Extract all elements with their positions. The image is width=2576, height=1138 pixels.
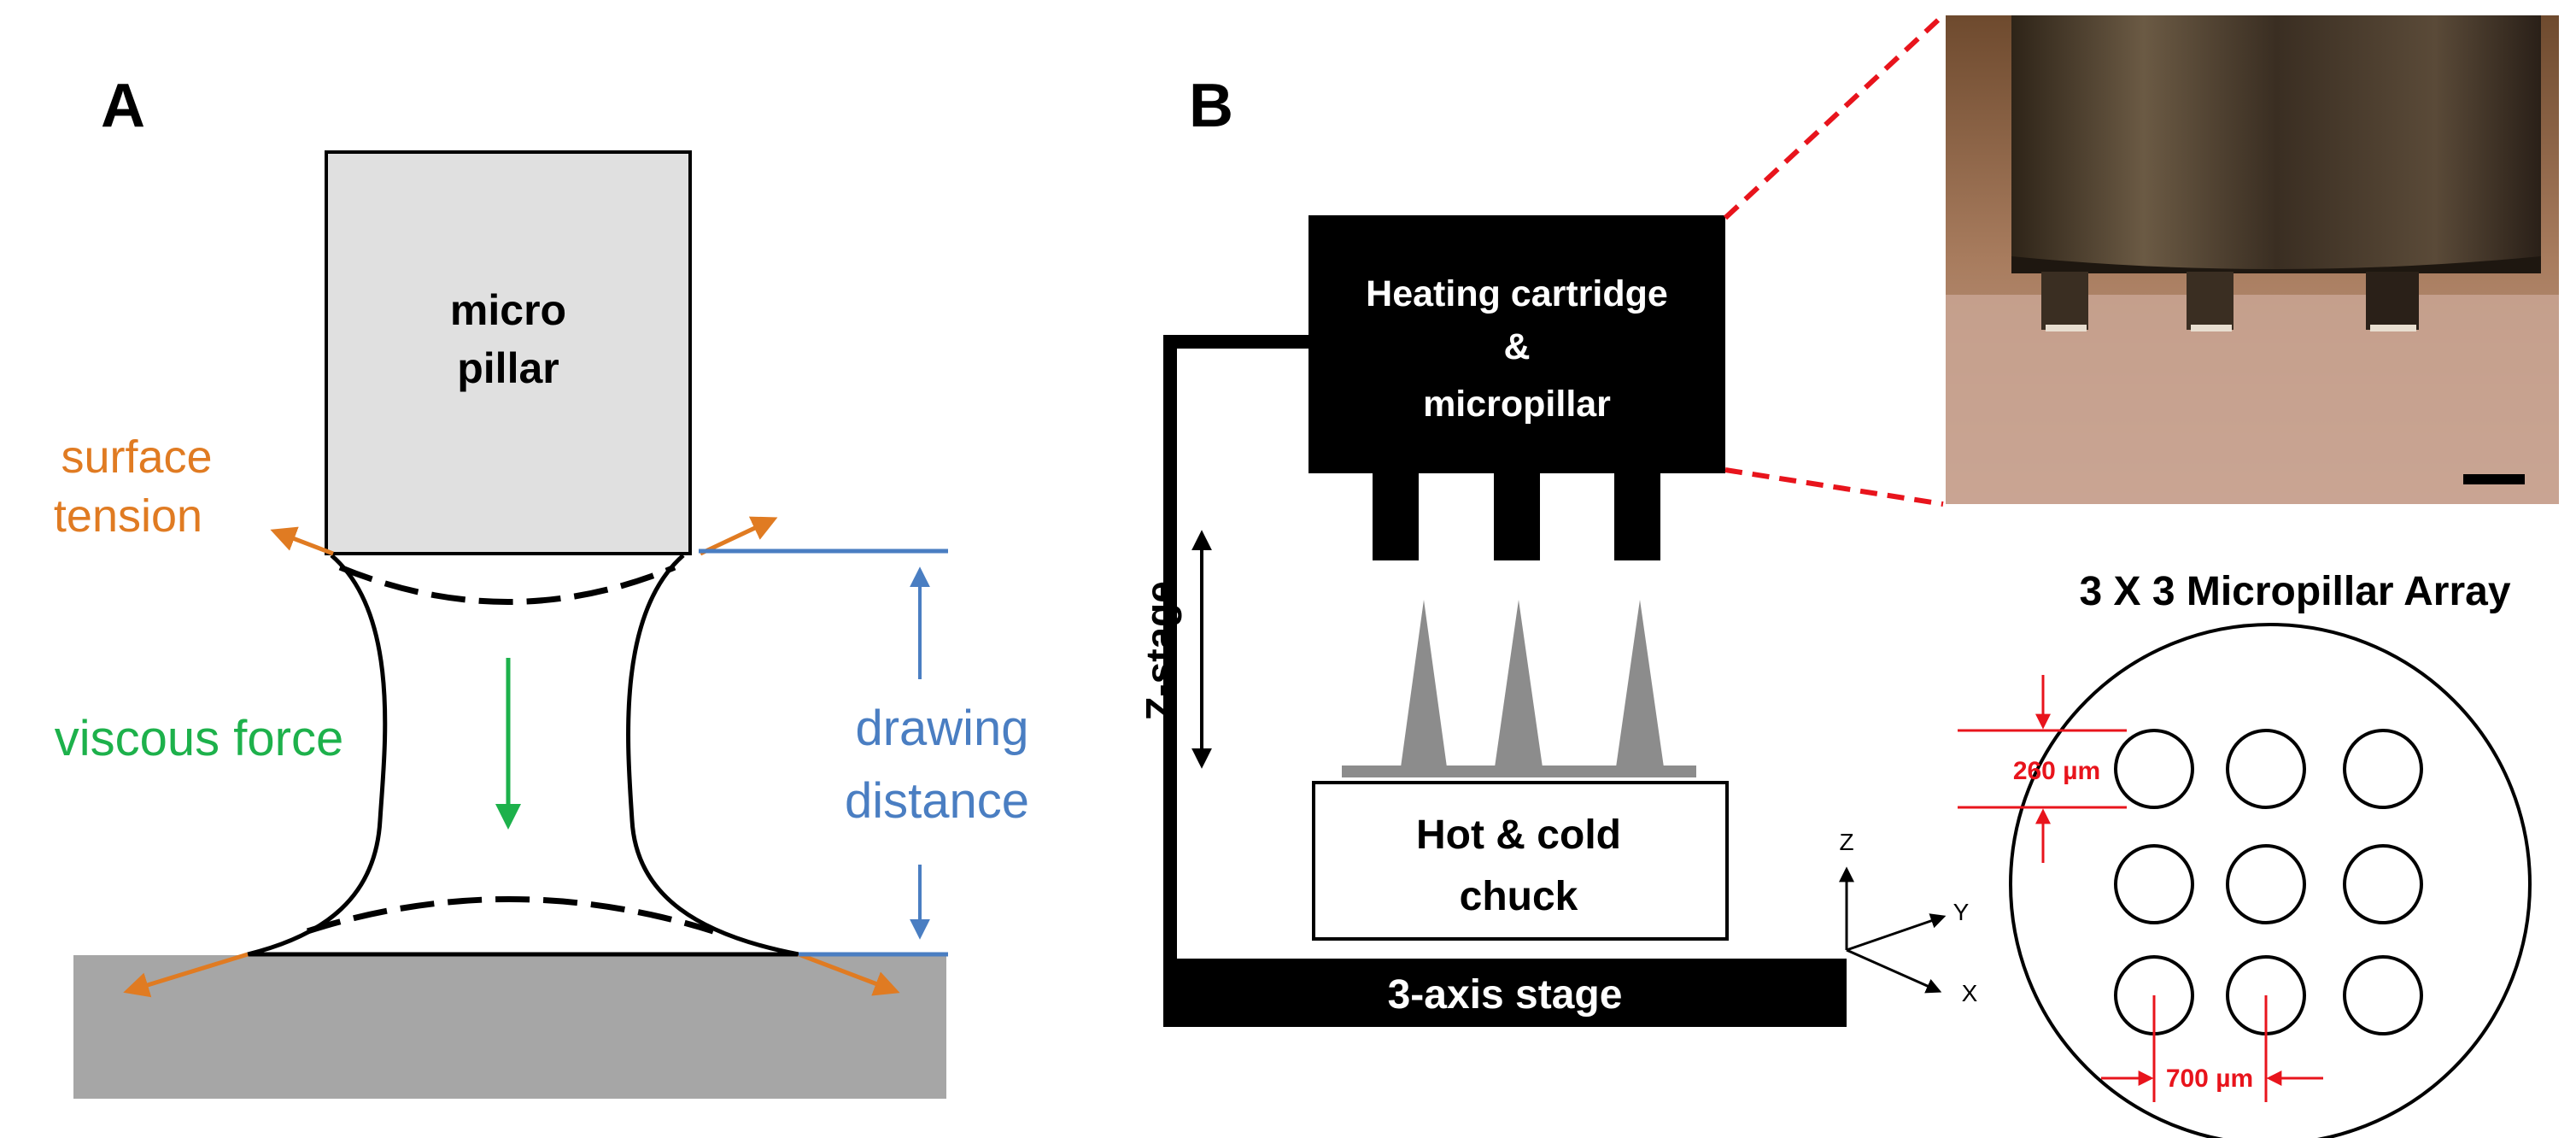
pitch-label: 700 µm bbox=[2166, 1065, 2253, 1093]
micropillar-tip-2 bbox=[1494, 470, 1540, 560]
chuck-label-line1: Hot & cold bbox=[1416, 812, 1621, 858]
array-pillar-2-3 bbox=[2343, 844, 2423, 924]
surface-tension-arrow-top-left bbox=[270, 526, 334, 556]
panel-b-label: B bbox=[1189, 72, 1233, 140]
drawing-distance-label-line1: drawing bbox=[855, 701, 1028, 756]
three-axis-stage bbox=[1163, 959, 1847, 1027]
chuck-label-line2: chuck bbox=[1460, 874, 1578, 919]
surface-tension-label-line2: tension bbox=[54, 490, 202, 542]
needle-3 bbox=[1616, 600, 1664, 767]
micropillar-photo bbox=[1946, 15, 2559, 504]
three-axis-stage-label: 3-axis stage bbox=[1388, 972, 1623, 1018]
zoom-connector-top bbox=[1723, 13, 1946, 220]
array-pillar-2-2 bbox=[2226, 844, 2306, 924]
micro-pillar bbox=[325, 150, 692, 555]
micro-pillar-label-line1: micro bbox=[450, 286, 566, 334]
heating-cartridge-block bbox=[1308, 215, 1725, 473]
axis-x-label: X bbox=[1962, 980, 1978, 1006]
meniscus-top bbox=[338, 564, 676, 605]
surface-tension-arrow-bottom-left bbox=[123, 952, 249, 998]
array-title: 3 X 3 Micropillar Array bbox=[2079, 569, 2510, 614]
axis-z-label: Z bbox=[1839, 829, 1853, 855]
array-pillar-1-1 bbox=[2114, 729, 2194, 809]
meniscus-bottom bbox=[306, 896, 715, 935]
liquid-bridge-right-edge bbox=[626, 554, 799, 957]
micro-pillar-label-line2: pillar bbox=[457, 344, 559, 392]
array-pillar-1-3 bbox=[2343, 729, 2423, 809]
panel-a: A micro pillar surface tension viscous f… bbox=[54, 72, 1029, 1099]
hot-cold-chuck bbox=[1312, 781, 1729, 941]
array-pillar-2-1 bbox=[2114, 844, 2194, 924]
z-stage-frame bbox=[1163, 335, 1320, 965]
zoom-connector-bottom bbox=[1724, 467, 1944, 507]
diameter-dimension bbox=[1958, 675, 2127, 863]
surface-tension-label-line1: surface bbox=[61, 431, 212, 483]
needle-2 bbox=[1495, 600, 1543, 767]
diameter-label: 260 µm bbox=[2013, 757, 2100, 785]
pitch-dimension bbox=[2101, 995, 2323, 1102]
needle-base-plate bbox=[1342, 766, 1696, 777]
needle-1 bbox=[1401, 600, 1447, 767]
panel-b: B Heating cartridge & micropillar Z-stag… bbox=[1138, 13, 2559, 1138]
surface-tension-arrow-top-right bbox=[699, 516, 778, 556]
array-pillar-3-3 bbox=[2343, 955, 2423, 1035]
z-stage-label: Z-stage bbox=[1138, 581, 1182, 721]
micropillar-tip-1 bbox=[1373, 470, 1419, 560]
panel-a-label: A bbox=[101, 72, 145, 140]
heater-label-line3: micropillar bbox=[1423, 384, 1611, 425]
surface-tension-arrow-bottom-right bbox=[798, 952, 900, 996]
heater-label-line2: & bbox=[1503, 326, 1530, 367]
substrate bbox=[73, 955, 946, 1099]
drawing-distance-label-line2: distance bbox=[845, 773, 1029, 829]
array-pillar-1-2 bbox=[2226, 729, 2306, 809]
axis-x-arrow bbox=[1846, 948, 1942, 994]
axis-y-arrow bbox=[1846, 913, 1947, 952]
heater-label-line1: Heating cartridge bbox=[1366, 273, 1668, 314]
axis-y-label: Y bbox=[1953, 899, 1970, 925]
micropillar-tip-3 bbox=[1614, 470, 1660, 560]
scale-bar bbox=[2463, 474, 2525, 484]
viscous-force-label: viscous force bbox=[55, 711, 343, 766]
